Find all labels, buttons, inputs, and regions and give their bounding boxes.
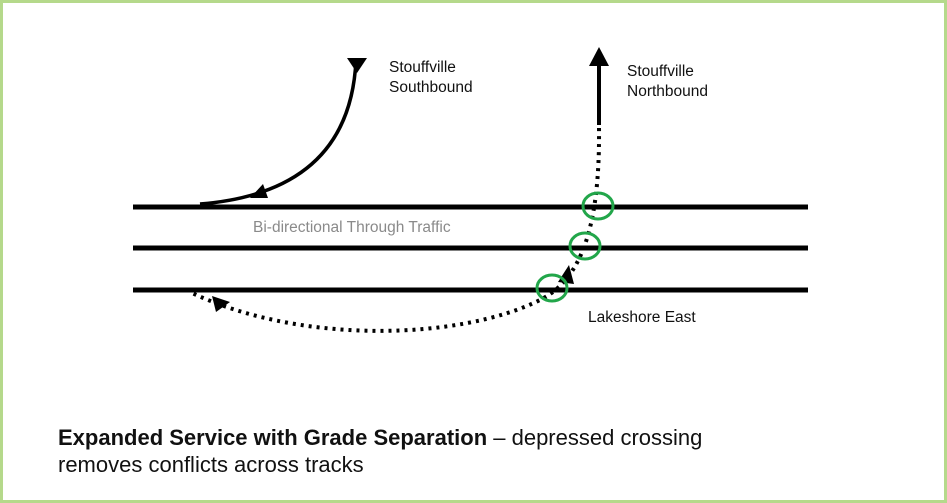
through-traffic-label: Bi-directional Through Traffic: [253, 219, 451, 236]
crossing-circle-top: [581, 191, 615, 221]
northbound-arrowhead: [589, 47, 609, 66]
northbound-label-line1: Stouffville: [627, 63, 694, 80]
crossing-arrowhead-lower: [212, 296, 230, 312]
southbound-label-line1: Stouffville: [389, 59, 456, 76]
caption-line2: removes conflicts across tracks: [58, 452, 364, 477]
southbound-route: [199, 59, 358, 206]
southbound-arrowhead-top: [347, 58, 367, 73]
crossing-circle-bottom: [535, 273, 569, 303]
stouffville-southbound-label: Stouffville Southbound: [389, 58, 473, 98]
diagram-caption: Expanded Service with Grade Separation –…: [58, 424, 702, 478]
crossing-circle-middle: [568, 231, 602, 261]
northbound-label-line2: Northbound: [627, 83, 709, 100]
caption-description: – depressed crossing: [487, 425, 703, 450]
southbound-arrowhead-lower: [250, 184, 268, 198]
caption-title: Expanded Service with Grade Separation: [58, 425, 488, 450]
caption-line1: Expanded Service with Grade Separation –…: [58, 424, 702, 451]
southbound-label-line2: Southbound: [389, 79, 473, 96]
stouffville-northbound-label: Stouffville Northbound: [627, 62, 708, 102]
lakeshore-east-label: Lakeshore East: [588, 309, 696, 326]
